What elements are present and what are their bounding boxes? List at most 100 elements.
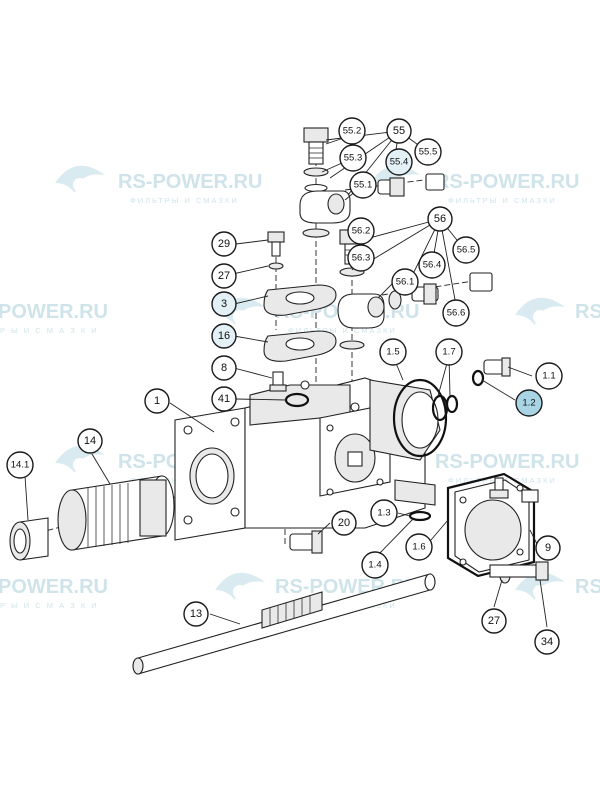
callout-1-6: 1.6 — [405, 533, 433, 561]
callout-label: 56.6 — [447, 308, 466, 319]
fitting-20 — [289, 530, 323, 554]
callout-label: 34 — [541, 636, 553, 648]
threaded-coupling-14 — [57, 475, 175, 551]
callout-label: 20 — [338, 517, 350, 529]
callout-circle — [211, 231, 237, 257]
watermark-brand: POWER.RU — [0, 576, 108, 598]
callout-label: 1.2 — [522, 398, 535, 409]
watermark-logo: POWER.RU Р Ы И С М А З К И — [0, 301, 108, 335]
callout-1-7: 1.7 — [435, 338, 463, 366]
callout-circle — [435, 338, 463, 366]
callout-label: 9 — [545, 542, 551, 554]
callout-circle — [370, 499, 398, 527]
callout-circle — [427, 206, 453, 232]
callout-56-2: 56.2 — [347, 217, 375, 245]
callout-55-2: 55.2 — [338, 117, 366, 145]
callout-bubbles: 55.2 55 55.3 55.4 55.5 55.1 56 56.2 56.3 56.5 56.4… — [6, 117, 563, 655]
watermark-logo: RS-POWER.RU — [515, 572, 600, 600]
callout-14-1: 14.1 — [6, 451, 34, 479]
callout-label: 1.3 — [377, 508, 390, 519]
watermark-logo: POWER.RU Р Ы И С М А З К И — [0, 576, 108, 610]
callout-label: 1 — [154, 395, 160, 407]
callout-55-4: 55.4 — [385, 148, 413, 176]
callout-circle — [361, 551, 389, 579]
callout-29: 29 — [211, 231, 237, 257]
callout-label: 56.1 — [396, 277, 415, 288]
callout-56: 56 — [427, 206, 453, 232]
callout-label: 41 — [218, 393, 230, 405]
callout-label: 56 — [434, 213, 446, 225]
watermark-tagline: ФИЛЬТРЫ И СМАЗКИ — [130, 196, 239, 205]
callout-9: 9 — [535, 535, 561, 561]
callout-label: 27 — [488, 615, 500, 627]
callout-circle — [144, 388, 170, 414]
callout-label: 55.4 — [390, 157, 409, 168]
callout-circle — [211, 355, 237, 381]
callout-circle — [515, 389, 543, 417]
callout-55-1: 55.1 — [349, 171, 377, 199]
callout-27a: 27 — [211, 263, 237, 289]
watermark-tagline: Р Ы И С М А З К И — [0, 601, 99, 610]
callout-1-2: 1.2 — [515, 389, 543, 417]
callout-label: 14.1 — [11, 460, 30, 471]
callout-label: 56.2 — [352, 226, 371, 237]
callout-label: 1.1 — [542, 371, 555, 382]
callout-label: 56.3 — [352, 253, 371, 264]
callout-27b: 27 — [481, 608, 507, 634]
callout-label: 55 — [393, 125, 405, 137]
callout-circle — [414, 138, 442, 166]
callout-8: 8 — [211, 355, 237, 381]
callout-label: 55.3 — [344, 153, 363, 164]
valve-insert-1-1 — [483, 357, 511, 377]
callout-56-1: 56.1 — [391, 268, 419, 296]
callout-label: 16 — [218, 330, 230, 342]
nut-14-1 — [9, 517, 49, 561]
callout-circle — [211, 323, 237, 349]
watermark-brand: RS-POWER.RU — [435, 171, 579, 193]
valve-covers — [263, 231, 337, 362]
callout-circle — [211, 263, 237, 289]
callout-circle — [385, 148, 413, 176]
callout-55-5: 55.5 — [414, 138, 442, 166]
callout-55-3: 55.3 — [339, 144, 367, 172]
callout-label: 55.2 — [343, 126, 362, 137]
watermark-logo: RS-POWER.RU — [515, 297, 600, 325]
watermark-brand: POWER.RU — [0, 301, 108, 323]
callout-label: 14 — [84, 435, 96, 447]
callout-circle — [183, 601, 209, 627]
callout-label: 29 — [218, 238, 230, 250]
callout-circle — [6, 451, 34, 479]
o-ring-1-5 — [392, 378, 448, 458]
callout-circle — [347, 217, 375, 245]
callout-circle — [347, 244, 375, 272]
drive-shaft-13 — [132, 573, 436, 675]
callout-label: 3 — [221, 298, 227, 310]
callout-label: 8 — [221, 362, 227, 374]
callout-circle — [418, 251, 446, 279]
callout-label: 56.4 — [423, 260, 442, 271]
callout-label: 27 — [218, 270, 230, 282]
callout-circle — [379, 338, 407, 366]
watermark-brand: RS-POWER.RU — [575, 576, 600, 598]
callout-1-5: 1.5 — [379, 338, 407, 366]
watermark-brand: RS-POWER.RU — [118, 171, 262, 193]
watermark-logo: RS-POWER.RU ФИЛЬТРЫ И СМАЗКИ — [55, 165, 262, 205]
callout-label: 1.5 — [386, 347, 399, 358]
callout-1: 1 — [144, 388, 170, 414]
callout-1-4: 1.4 — [361, 551, 389, 579]
callout-label: 1.7 — [442, 347, 455, 358]
callout-label: 56.5 — [457, 245, 476, 256]
callout-56-3: 56.3 — [347, 244, 375, 272]
callout-label: 1.6 — [412, 542, 425, 553]
callout-label: 55.5 — [419, 147, 438, 158]
watermark-tagline: Р Ы И С М А З К И — [0, 326, 99, 335]
callout-56-4: 56.4 — [418, 251, 446, 279]
watermark-tagline: ФИЛЬТРЫ И СМАЗКИ — [448, 196, 557, 205]
watermark-brand: RS-POWER.RU — [575, 301, 600, 323]
o-ring-1-2 — [471, 369, 485, 387]
watermark-tagline: ФИЛЬТРЫ И СМАЗКИ — [288, 326, 397, 335]
callout-56-6: 56.6 — [442, 299, 470, 327]
callout-circle — [452, 236, 480, 264]
callout-34: 34 — [534, 629, 560, 655]
